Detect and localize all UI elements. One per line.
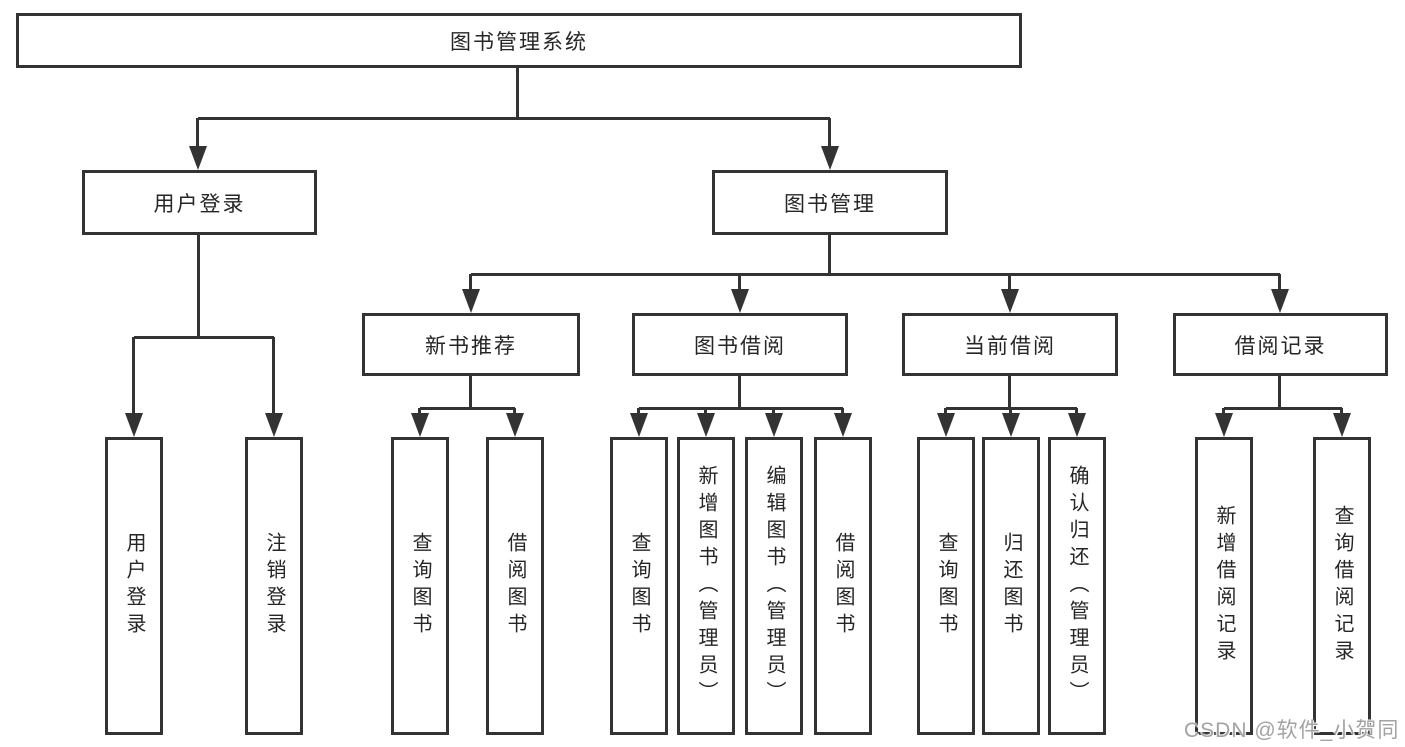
- leaf-label: 新增图书（管理员）: [695, 464, 717, 708]
- leaf-query-books-1: 查询图书: [391, 437, 449, 735]
- leaf-add-borrow-record: 新增借阅记录: [1195, 437, 1253, 735]
- arrowhead-icon: [765, 413, 783, 437]
- leaf-logout: 注销登录: [245, 437, 303, 735]
- connector-line: [1075, 408, 1078, 415]
- arrowhead-icon: [731, 289, 749, 313]
- node-borrow-records-label: 借阅记录: [1234, 334, 1327, 358]
- connector-line: [1278, 274, 1281, 291]
- connector-line: [469, 274, 472, 291]
- arrowhead-icon: [1333, 413, 1351, 437]
- leaf-add-books-admin: 新增图书（管理员）: [677, 437, 735, 735]
- leaf-label: 归还图书: [1000, 532, 1022, 640]
- leaf-label: 借阅图书: [832, 532, 854, 640]
- connector-line: [516, 68, 519, 120]
- leaf-label: 借阅图书: [504, 532, 526, 640]
- node-new-book-recommend-label: 新书推荐: [425, 334, 517, 358]
- leaf-label: 用户登录: [123, 532, 145, 640]
- connector-line: [198, 117, 830, 120]
- connector-line: [469, 376, 472, 410]
- node-user-login-label: 用户登录: [153, 192, 246, 216]
- csdn-watermark: CSDN @软件_小贺同学: [1184, 719, 1400, 742]
- connector-line: [196, 118, 199, 148]
- leaf-query-borrow-record: 查询借阅记录: [1313, 437, 1371, 735]
- connector-line: [197, 235, 200, 339]
- connector-line: [1008, 274, 1011, 291]
- connector-line: [637, 408, 640, 415]
- connector-line: [1008, 376, 1011, 410]
- arrowhead-icon: [411, 413, 429, 437]
- leaf-label: 查询图书: [935, 532, 957, 640]
- connector-line: [420, 407, 515, 410]
- node-book-borrow: 图书借阅: [632, 313, 848, 376]
- connector-line: [272, 337, 275, 415]
- arrowhead-icon: [189, 146, 207, 170]
- leaf-borrow-books-1: 借阅图书: [486, 437, 544, 735]
- arrowhead-icon: [1215, 413, 1233, 437]
- connector-line: [738, 376, 741, 410]
- arrowhead-icon: [937, 413, 955, 437]
- connector-line: [418, 408, 421, 415]
- arrowhead-icon: [462, 289, 480, 313]
- arrowhead-icon: [125, 413, 143, 437]
- connector-line: [471, 273, 1280, 276]
- leaf-query-books-3: 查询图书: [917, 437, 975, 735]
- node-current-borrow-label: 当前借阅: [964, 334, 1056, 358]
- arrowhead-icon: [821, 146, 839, 170]
- connector-line: [513, 408, 516, 415]
- connector-line: [772, 408, 775, 415]
- leaf-label: 查询借阅记录: [1331, 505, 1353, 667]
- arrowhead-icon: [265, 413, 283, 437]
- connector-line: [828, 235, 831, 276]
- leaf-edit-books-admin: 编辑图书（管理员）: [745, 437, 803, 735]
- connector-line: [1009, 408, 1012, 415]
- arrowhead-icon: [697, 413, 715, 437]
- connector-line: [1224, 407, 1342, 410]
- arrowhead-icon: [1068, 413, 1086, 437]
- leaf-label: 查询图书: [628, 532, 650, 640]
- connector-line: [1340, 408, 1343, 415]
- arrowhead-icon: [630, 413, 648, 437]
- connector-line: [639, 407, 843, 410]
- node-book-management: 图书管理: [712, 170, 948, 235]
- leaf-label: 注销登录: [263, 532, 285, 640]
- connector-line: [134, 336, 274, 339]
- node-root: 图书管理系统: [16, 13, 1022, 68]
- arrowhead-icon: [506, 413, 524, 437]
- leaf-confirm-return-admin: 确认归还（管理员）: [1048, 437, 1106, 735]
- node-book-management-label: 图书管理: [784, 192, 876, 216]
- connector-line: [704, 408, 707, 415]
- connector-line: [1222, 408, 1225, 415]
- node-new-book-recommend: 新书推荐: [362, 313, 580, 376]
- node-user-login: 用户登录: [82, 170, 317, 235]
- leaf-label: 查询图书: [409, 532, 431, 640]
- connector-line: [1278, 376, 1281, 410]
- connector-line: [738, 274, 741, 291]
- leaf-label: 确认归还（管理员）: [1066, 464, 1088, 708]
- connector-line: [132, 337, 135, 415]
- leaf-borrow-books-2: 借阅图书: [814, 437, 872, 735]
- arrowhead-icon: [1271, 289, 1289, 313]
- node-current-borrow: 当前借阅: [902, 313, 1118, 376]
- arrowhead-icon: [1002, 413, 1020, 437]
- node-book-borrow-label: 图书借阅: [694, 334, 786, 358]
- connector-line: [944, 408, 947, 415]
- connector-line: [828, 118, 831, 148]
- leaf-label: 新增借阅记录: [1213, 505, 1235, 667]
- leaf-label: 编辑图书（管理员）: [763, 464, 785, 708]
- leaf-query-books-2: 查询图书: [610, 437, 668, 735]
- node-borrow-records: 借阅记录: [1173, 313, 1388, 376]
- arrowhead-icon: [834, 413, 852, 437]
- arrowhead-icon: [1001, 289, 1019, 313]
- connector-line: [841, 408, 844, 415]
- leaf-return-books: 归还图书: [982, 437, 1040, 735]
- leaf-user-login: 用户登录: [105, 437, 163, 735]
- node-root-label: 图书管理系统: [450, 30, 588, 54]
